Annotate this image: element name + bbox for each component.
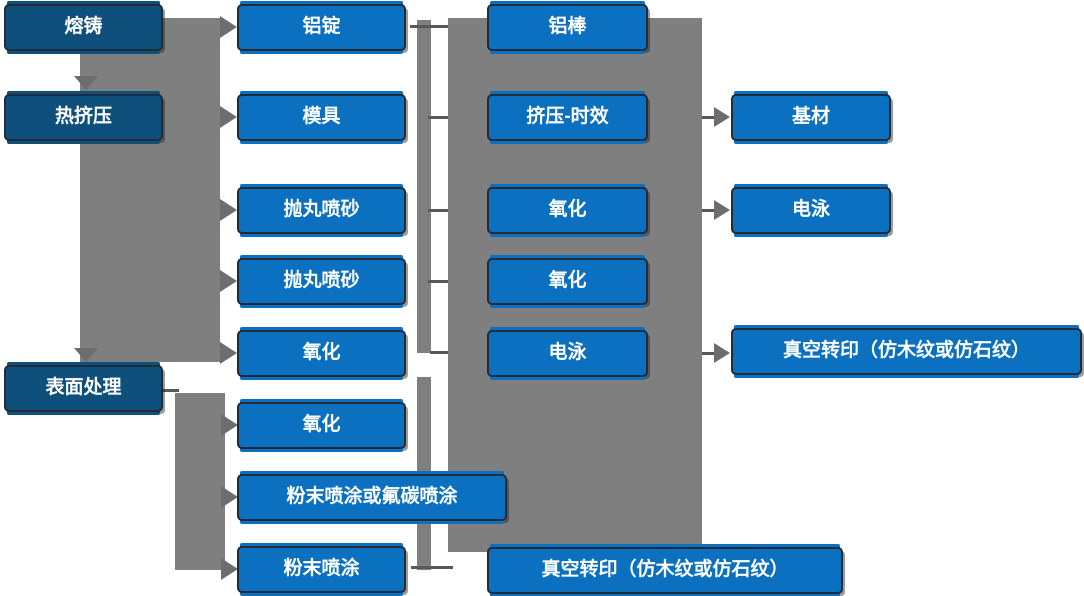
- arrow-to-oxidation-2: [221, 414, 238, 436]
- arrow-to-oxidation-1: [220, 342, 237, 364]
- node-shot-blast-2: 抛丸喷砂: [237, 258, 406, 305]
- arrow-to-aluminum-ingot: [220, 16, 237, 38]
- node-substrate: 基材: [731, 94, 891, 141]
- node-melt-cast: 熔铸: [4, 4, 163, 51]
- mid-rail-upper: [417, 20, 431, 353]
- left-flow-band: [80, 18, 220, 362]
- node-vacuum-transfer-out: 真空转印（仿木纹或仿石纹）: [731, 328, 1082, 375]
- arrow-to-mold: [220, 106, 237, 128]
- arrow-to-vacuum-transfer-out: [714, 343, 730, 363]
- mid-rail-lower: [417, 377, 431, 570]
- stem-to-substrate: [702, 116, 716, 119]
- node-powder-or-fluorocarbon-coating: 粉末喷涂或氟碳喷涂: [237, 474, 507, 521]
- down-arrow-to-hot-extrusion: [74, 76, 98, 90]
- surface-treatment-stub-line: [163, 389, 179, 392]
- node-vacuum-transfer-bottom: 真空转印（仿木纹或仿石纹）: [487, 547, 843, 594]
- arrow-to-powder-coating: [221, 558, 238, 580]
- node-electrophoresis-out: 电泳: [731, 187, 891, 234]
- node-oxidation-mid-1: 氧化: [487, 187, 648, 234]
- arrow-to-substrate: [714, 107, 730, 127]
- tick-row-electrophoresis: [430, 351, 454, 354]
- stem-to-vacuum-transfer-out: [702, 352, 716, 355]
- tick-row-oxidation-b: [428, 280, 452, 283]
- arrow-to-electrophoresis-out: [714, 200, 730, 220]
- stem-to-electrophoresis-out: [702, 209, 716, 212]
- node-mold: 模具: [237, 94, 406, 141]
- node-hot-extrusion: 热挤压: [4, 94, 163, 141]
- node-surface-treatment: 表面处理: [4, 365, 163, 412]
- surface-treatment-rail: [175, 393, 225, 570]
- node-aluminum-bar: 铝棒: [487, 4, 648, 51]
- arrow-to-shot-blast-1: [220, 199, 237, 221]
- tick-row-aluminum-bar: [410, 25, 452, 28]
- down-arrow-to-surface-treatment: [74, 348, 98, 362]
- node-aluminum-ingot: 铝锭: [237, 4, 406, 51]
- arrow-to-shot-blast-2: [220, 270, 237, 292]
- node-shot-blast-1: 抛丸喷砂: [237, 187, 406, 234]
- arrow-to-powder-fluorocarbon: [221, 486, 238, 508]
- node-extrusion-aging: 挤压-时效: [487, 94, 648, 141]
- node-oxidation-2: 氧化: [237, 402, 406, 449]
- tick-row-extrusion-aging: [428, 116, 452, 119]
- node-oxidation-mid-2: 氧化: [487, 258, 648, 305]
- tick-row-oxidation-a: [428, 209, 452, 212]
- node-powder-coating: 粉末喷涂: [237, 546, 406, 593]
- node-oxidation-1: 氧化: [237, 330, 406, 377]
- tick-row-vacuum-transfer: [411, 566, 453, 569]
- node-electrophoresis-mid: 电泳: [487, 330, 648, 377]
